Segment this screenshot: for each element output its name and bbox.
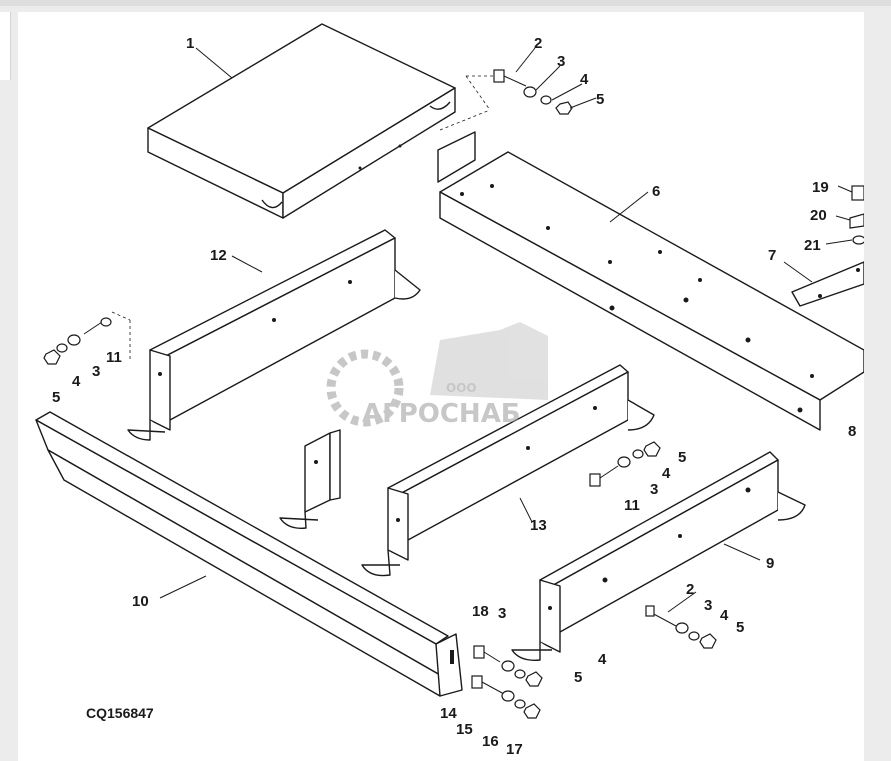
callout-19: 19: [812, 179, 829, 196]
callout-5-right: 5: [736, 619, 744, 636]
callout-16: 16: [482, 733, 499, 750]
callout-15: 15: [456, 721, 473, 738]
part-1-cover-plate: [147, 23, 456, 219]
part-7-plate: [791, 261, 864, 307]
callout-4-right: 4: [720, 607, 729, 624]
callout-12: 12: [210, 247, 227, 264]
callout-3-bottom: 3: [498, 605, 506, 622]
part-9-channel: [511, 451, 806, 661]
exploded-parts-diagram: ООО АГРОСНАБ 1 2 3 4 5 6 7 8 9 10 11 12 …: [35, 23, 864, 758]
callout-5-left: 5: [52, 389, 60, 406]
figure-id: CQ156847: [86, 705, 154, 721]
part-12-channel: [127, 229, 421, 441]
callout-3: 3: [557, 53, 565, 70]
callout-20: 20: [810, 207, 827, 224]
callout-3-right: 3: [704, 597, 712, 614]
callout-4-bottom: 4: [598, 651, 607, 668]
callout-5-middle: 5: [678, 449, 686, 466]
callout-4: 4: [580, 71, 589, 88]
watermark-prefix: ООО: [446, 381, 477, 395]
callout-18: 18: [472, 603, 489, 620]
left-panel-edge: [0, 12, 11, 80]
part-10-angle-rail: [35, 411, 463, 697]
callout-7: 7: [768, 247, 776, 264]
callout-labels: 1 2 3 4 5 6 7 8 9 10 11 12 13 14 15 16 1…: [52, 35, 856, 758]
callout-5: 5: [596, 91, 604, 108]
callout-17: 17: [506, 741, 523, 758]
diagram-canvas: ООО АГРОСНАБ 1 2 3 4 5 6 7 8 9 10 11 12 …: [18, 12, 864, 761]
callout-11-left: 11: [106, 349, 122, 366]
hardware-left-bolt-set: [43, 311, 131, 365]
hardware-bottom-bolt-sets: [471, 645, 543, 719]
top-bar: [0, 0, 891, 6]
callout-3-middle: 3: [650, 481, 658, 498]
callout-4-left: 4: [72, 373, 81, 390]
callout-11-middle: 11: [624, 497, 640, 514]
callout-21: 21: [804, 237, 821, 254]
callout-leaders: [159, 47, 853, 613]
hardware-19-20-21: [849, 185, 864, 245]
callout-2-right: 2: [686, 581, 694, 598]
watermark: ООО АГРОСНАБ: [326, 322, 548, 429]
callout-14: 14: [440, 705, 457, 722]
callout-9: 9: [766, 555, 774, 572]
callout-8: 8: [848, 423, 856, 440]
part-13-channel-rear: [279, 429, 341, 529]
watermark-name: АГРОСНАБ: [362, 399, 521, 429]
callout-5-bottom: 5: [574, 669, 582, 686]
part-6-long-rail: [437, 131, 864, 431]
hardware-top-bolt-set: [439, 69, 573, 131]
callout-10: 10: [132, 593, 149, 610]
callout-13: 13: [530, 517, 547, 534]
part-13-channel: [361, 364, 655, 577]
callout-3-left: 3: [92, 363, 100, 380]
hardware-middle-bolt-set: [589, 441, 661, 487]
callout-4-middle: 4: [662, 465, 671, 482]
callout-2: 2: [534, 35, 542, 52]
hardware-right-bolt-set: [645, 605, 717, 649]
callout-6: 6: [652, 183, 660, 200]
callout-1: 1: [186, 35, 194, 52]
